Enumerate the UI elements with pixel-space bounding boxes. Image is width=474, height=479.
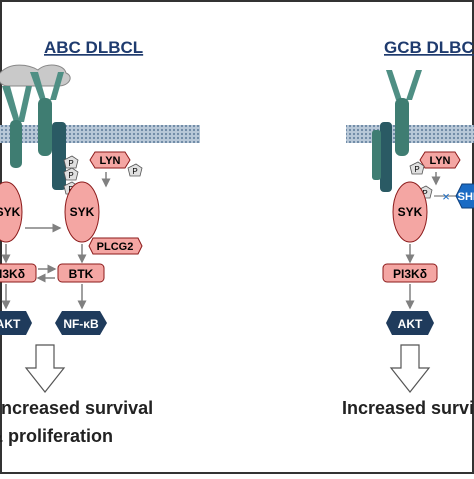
- svg-text:P: P: [414, 165, 419, 174]
- svg-text:LYN: LYN: [430, 155, 451, 167]
- gcb-akt-node: AKT: [386, 311, 434, 335]
- gcb-outcome-arrow: [389, 344, 431, 393]
- svg-text:P: P: [68, 159, 73, 168]
- gcb-pi3k-node: PI3Kδ: [382, 263, 438, 283]
- svg-text:AKT: AKT: [0, 317, 21, 331]
- abc-nfkb-node: NF-κB: [55, 311, 107, 335]
- gcb-lyn-node: LYN: [419, 151, 461, 169]
- abc-panel: ABC DLBCL P P: [0, 38, 200, 446]
- gcb-membrane: [346, 125, 474, 143]
- svg-text:LYN: LYN: [100, 155, 121, 167]
- abc-syk-right-node: SYK: [64, 181, 100, 243]
- phospho-tag: P: [63, 167, 79, 181]
- svg-text:BTK: BTK: [69, 267, 94, 281]
- gcb-bcr: [372, 70, 422, 192]
- abc-panel-title: ABC DLBCL: [44, 38, 143, 57]
- abc-outcome-line1: Increased survival: [0, 398, 153, 418]
- abc-outcome-line2: & proliferation: [0, 426, 113, 446]
- phospho-tag: P: [63, 155, 79, 169]
- gcb-outcome-line1: Increased survival: [342, 398, 474, 418]
- abc-bcr-left: [2, 86, 32, 168]
- svg-text:SHP1: SHP1: [458, 191, 474, 203]
- svg-text:SYK: SYK: [0, 205, 21, 219]
- abc-syk-left-node: SYK: [0, 181, 23, 243]
- svg-text:AKT: AKT: [398, 317, 423, 331]
- abc-outcome-arrow: [24, 344, 66, 393]
- abc-membrane: [0, 125, 200, 143]
- inhibition-x-mark: ×: [442, 189, 450, 204]
- gcb-inhibitor-node: SHP1: [455, 183, 474, 209]
- svg-text:P: P: [68, 171, 73, 180]
- svg-text:PLCG2: PLCG2: [97, 241, 134, 253]
- abc-akt-node: AKT: [0, 311, 32, 335]
- gcb-syk-node: SYK: [392, 181, 428, 243]
- abc-pi3k-node: PI3Kδ: [0, 263, 37, 283]
- svg-text:PI3Kδ: PI3Kδ: [0, 267, 25, 281]
- abc-btk-node: BTK: [57, 263, 105, 283]
- svg-text:PI3Kδ: PI3Kδ: [393, 267, 427, 281]
- gcb-panel: GCB DLBCL LYN P P: [342, 38, 474, 418]
- gcb-panel-title: GCB DLBCL: [384, 38, 474, 57]
- abc-bcr-right: [30, 72, 66, 190]
- svg-text:P: P: [422, 189, 427, 198]
- svg-text:SYK: SYK: [398, 205, 423, 219]
- svg-text:P: P: [132, 167, 137, 176]
- svg-text:SYK: SYK: [70, 205, 95, 219]
- phospho-tag: P: [409, 161, 425, 175]
- svg-text:NF-κB: NF-κB: [63, 317, 99, 331]
- abc-lyn-node: LYN P: [89, 151, 143, 177]
- abc-plcg2-node: PLCG2: [88, 237, 143, 255]
